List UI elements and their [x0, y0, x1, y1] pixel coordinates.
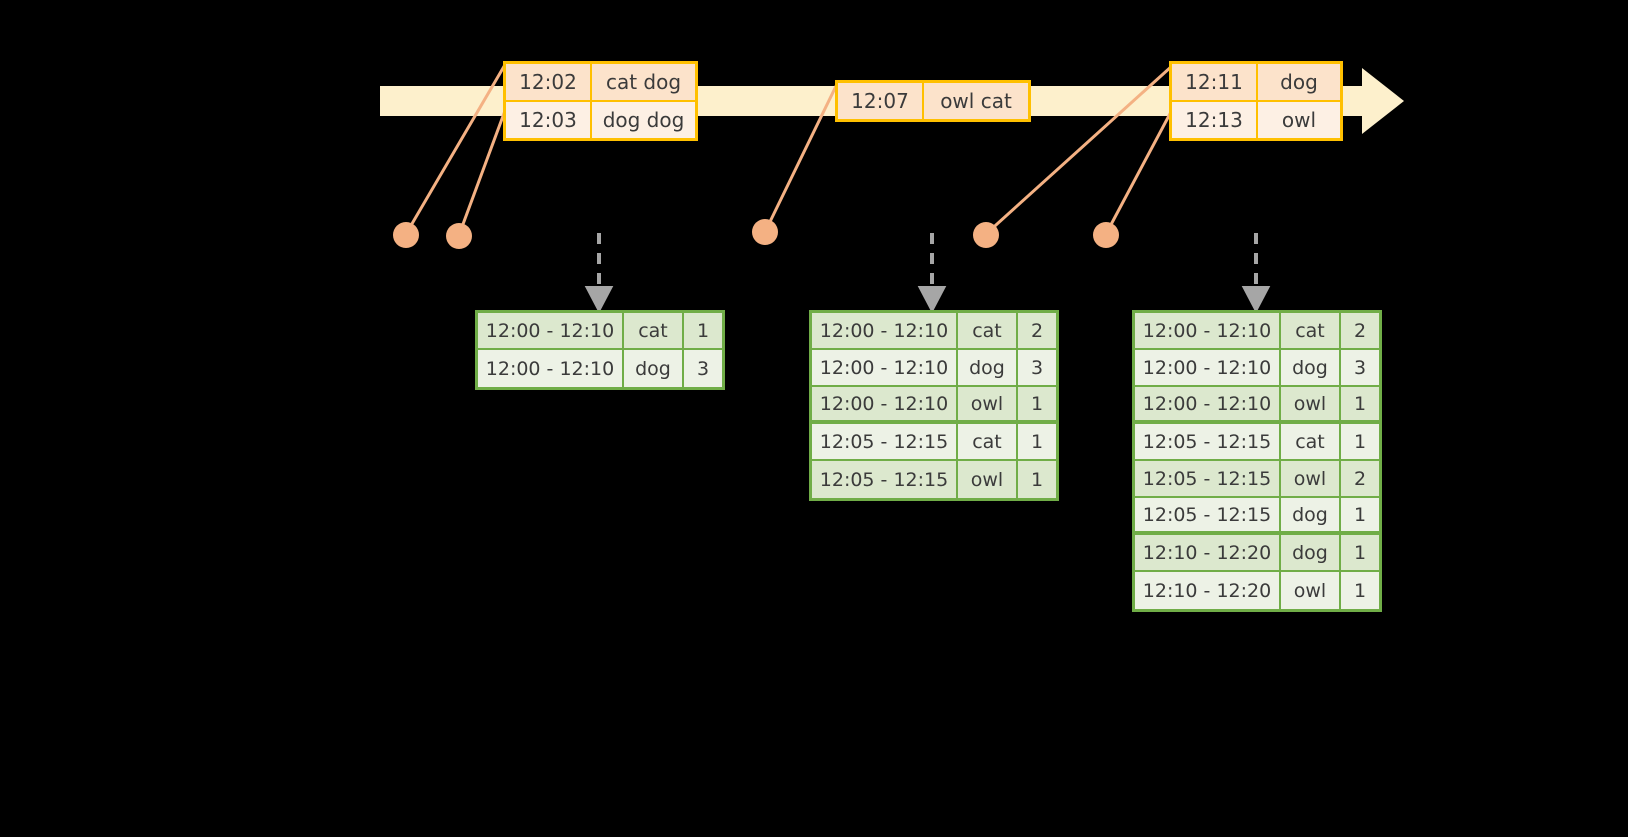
result-table-1: 12:00 - 12:10 cat 1 12:00 - 12:10 dog 3: [475, 310, 725, 390]
event-time: 12:07: [838, 83, 922, 119]
count-cell: 1: [1341, 387, 1379, 424]
event-row: 12:03 dog dog: [506, 100, 695, 138]
table-row: 12:05 - 12:15 owl 1: [812, 461, 1056, 498]
window-cell: 12:00 - 12:10: [1135, 313, 1281, 350]
count-cell: 3: [684, 350, 722, 387]
word-cell: owl: [1281, 572, 1341, 609]
word-cell: cat: [958, 313, 1018, 350]
event-row: 12:07 owl cat: [838, 83, 1028, 119]
event-group-1: 12:02 cat dog 12:03 dog dog: [503, 61, 698, 141]
table-row: 12:00 - 12:10 dog 3: [478, 350, 722, 387]
trigger-arrow-1: [584, 233, 614, 314]
word-cell: cat: [1281, 313, 1341, 350]
window-cell: 12:10 - 12:20: [1135, 572, 1281, 609]
event-row: 12:11 dog: [1172, 64, 1340, 100]
event-dot-3: [752, 219, 778, 245]
event-dot-1: [393, 222, 419, 248]
table-row: 12:05 - 12:15 owl 2: [1135, 461, 1379, 498]
table-row: 12:00 - 12:10 cat 2: [1135, 313, 1379, 350]
word-cell: dog: [1281, 535, 1341, 572]
table-row: 12:10 - 12:20 owl 1: [1135, 572, 1379, 609]
word-cell: dog: [624, 350, 684, 387]
count-cell: 1: [1018, 387, 1056, 424]
count-cell: 1: [1341, 572, 1379, 609]
word-cell: cat: [958, 424, 1018, 461]
word-cell: dog: [958, 350, 1018, 387]
word-cell: cat: [1281, 424, 1341, 461]
window-cell: 12:00 - 12:10: [478, 350, 624, 387]
count-cell: 1: [1018, 461, 1056, 498]
window-cell: 12:05 - 12:15: [812, 424, 958, 461]
count-cell: 2: [1341, 461, 1379, 498]
event-payload: cat dog: [590, 64, 695, 100]
table-row: 12:00 - 12:10 cat 2: [812, 313, 1056, 350]
window-cell: 12:00 - 12:10: [812, 313, 958, 350]
result-table-2: 12:00 - 12:10 cat 2 12:00 - 12:10 dog 3 …: [809, 310, 1059, 501]
count-cell: 3: [1341, 350, 1379, 387]
trigger-arrow-3: [1241, 233, 1271, 314]
window-cell: 12:00 - 12:10: [1135, 350, 1281, 387]
event-dot-5: [1093, 222, 1119, 248]
event-payload: owl: [1256, 102, 1340, 138]
word-cell: dog: [1281, 350, 1341, 387]
trigger-arrow-2: [917, 233, 947, 314]
trigger-arrows: [584, 233, 1271, 314]
count-cell: 1: [1341, 535, 1379, 572]
table-row: 12:05 - 12:15 cat 1: [1135, 424, 1379, 461]
window-cell: 12:05 - 12:15: [1135, 498, 1281, 535]
count-cell: 2: [1341, 313, 1379, 350]
word-cell: cat: [624, 313, 684, 350]
event-dots: [393, 219, 1119, 249]
count-cell: 3: [1018, 350, 1056, 387]
table-row: 12:05 - 12:15 cat 1: [812, 424, 1056, 461]
count-cell: 1: [684, 313, 722, 350]
event-time: 12:02: [506, 64, 590, 100]
event-payload: owl cat: [922, 83, 1028, 119]
window-cell: 12:00 - 12:10: [812, 350, 958, 387]
word-cell: owl: [958, 461, 1018, 498]
event-time: 12:03: [506, 102, 590, 138]
table-row: 12:00 - 12:10 owl 1: [812, 387, 1056, 424]
window-cell: 12:05 - 12:15: [812, 461, 958, 498]
event-row: 12:13 owl: [1172, 100, 1340, 138]
event-dot-4: [973, 222, 999, 248]
window-cell: 12:05 - 12:15: [1135, 461, 1281, 498]
result-table-3: 12:00 - 12:10 cat 2 12:00 - 12:10 dog 3 …: [1132, 310, 1382, 612]
table-row: 12:00 - 12:10 owl 1: [1135, 387, 1379, 424]
count-cell: 1: [1018, 424, 1056, 461]
window-cell: 12:05 - 12:15: [1135, 424, 1281, 461]
count-cell: 2: [1018, 313, 1056, 350]
count-cell: 1: [1341, 424, 1379, 461]
event-payload: dog dog: [590, 102, 695, 138]
event-time: 12:13: [1172, 102, 1256, 138]
table-row: 12:00 - 12:10 cat 1: [478, 313, 722, 350]
word-cell: owl: [1281, 461, 1341, 498]
word-cell: owl: [958, 387, 1018, 424]
event-group-3: 12:11 dog 12:13 owl: [1169, 61, 1343, 141]
table-row: 12:00 - 12:10 dog 3: [1135, 350, 1379, 387]
event-dot-2: [446, 223, 472, 249]
word-cell: dog: [1281, 498, 1341, 535]
window-cell: 12:00 - 12:10: [812, 387, 958, 424]
table-row: 12:05 - 12:15 dog 1: [1135, 498, 1379, 535]
event-time: 12:11: [1172, 64, 1256, 100]
event-payload: dog: [1256, 64, 1340, 100]
window-cell: 12:10 - 12:20: [1135, 535, 1281, 572]
event-row: 12:02 cat dog: [506, 64, 695, 100]
table-row: 12:00 - 12:10 dog 3: [812, 350, 1056, 387]
window-cell: 12:00 - 12:10: [478, 313, 624, 350]
table-row: 12:10 - 12:20 dog 1: [1135, 535, 1379, 572]
word-cell: owl: [1281, 387, 1341, 424]
event-group-2: 12:07 owl cat: [835, 80, 1031, 122]
window-cell: 12:00 - 12:10: [1135, 387, 1281, 424]
count-cell: 1: [1341, 498, 1379, 535]
